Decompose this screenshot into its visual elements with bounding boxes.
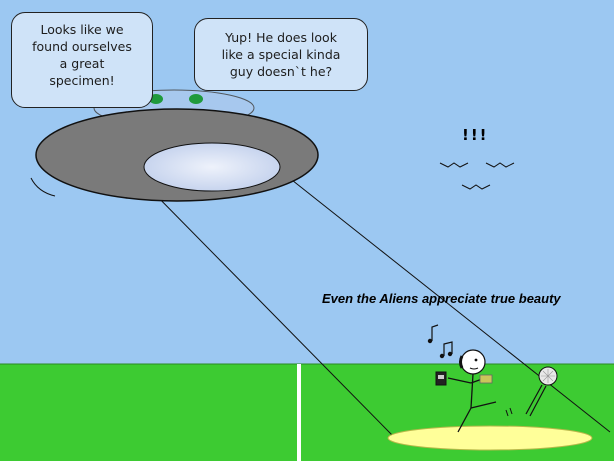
bird-icon	[461, 184, 491, 190]
speech-bubble-right: Yup! He does look like a special kinda g…	[194, 18, 368, 91]
music-note-head	[427, 338, 433, 344]
motion-line	[30, 177, 56, 197]
beam-spot	[387, 425, 593, 451]
stick-figure	[435, 349, 513, 433]
music-note-head	[439, 353, 445, 359]
music-note-icon	[443, 341, 453, 356]
beam-edge-right	[272, 164, 611, 433]
racket-icon	[525, 366, 558, 417]
ufo-hatch	[143, 142, 281, 192]
alien-right	[189, 94, 203, 104]
caption: Even the Aliens appreciate true beauty	[322, 291, 561, 306]
speech-text-left: Looks like we found ourselves a great sp…	[32, 22, 132, 88]
speech-text-right: Yup! He does look like a special kinda g…	[221, 30, 341, 79]
music-note-icon	[431, 324, 439, 341]
exclamation-marks: !!!	[462, 126, 489, 144]
music-note-head	[447, 351, 453, 357]
bird-icon	[439, 162, 469, 168]
field-divider	[297, 364, 301, 461]
speech-bubble-left: Looks like we found ourselves a great sp…	[11, 12, 153, 108]
beam-edge-left	[146, 185, 394, 437]
bag-icon	[479, 374, 493, 384]
bird-icon	[485, 162, 515, 168]
